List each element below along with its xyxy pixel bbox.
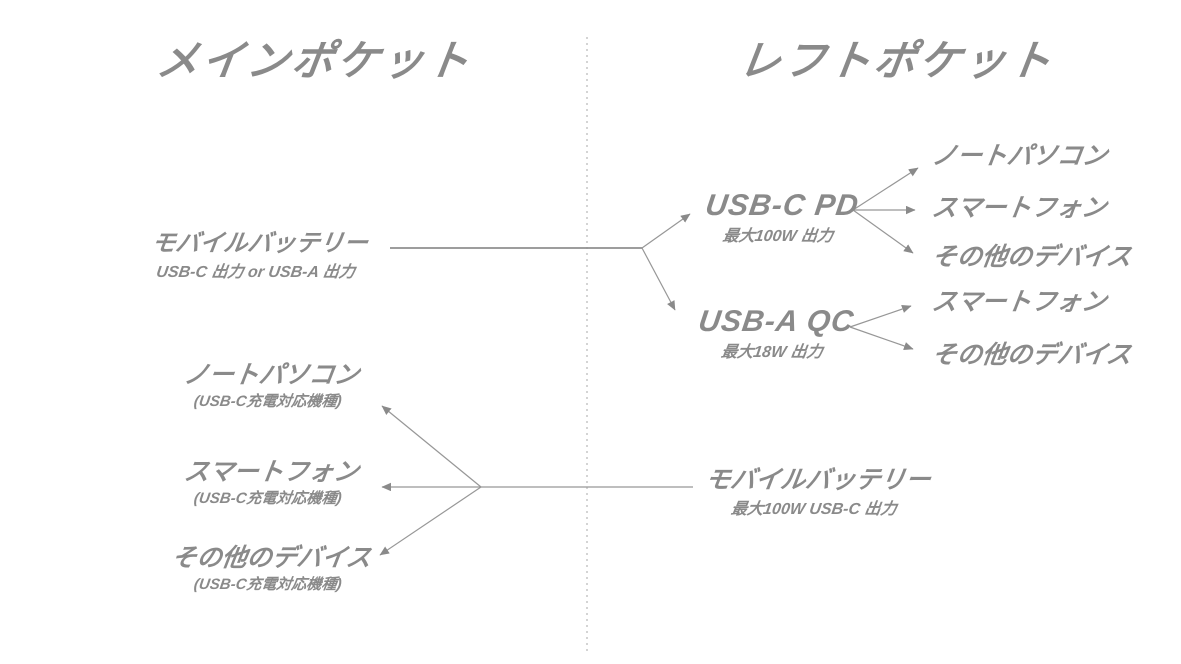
usb-a-qc-spec: 最大18W 出力	[720, 344, 824, 361]
usb-c-pd-node: USB-C PD 最大100W 出力	[700, 189, 861, 246]
arrow-branch-to-usb-a-qc	[641, 247, 676, 311]
left-battery-node: モバイルバッテリー USB-C 出力 or USB-A 出力	[146, 230, 370, 282]
pd-target-other-devices: その他のデバイス	[930, 243, 1134, 271]
usb-c-pd-spec: 最大100W 出力	[721, 228, 835, 245]
arrow-pd-to-other-devices	[852, 209, 914, 254]
qc-target-other-devices: その他のデバイス	[930, 341, 1134, 369]
left-device-smartphone-note: (USB-C充電対応機種)	[192, 489, 343, 507]
pd-target-laptop: ノートパソコン	[930, 142, 1110, 170]
left-device-laptop-note: (USB-C充電対応機種)	[192, 392, 343, 410]
arrow-qc-to-smartphone	[849, 304, 912, 328]
left-device-laptop-label: ノートパソコン	[182, 361, 362, 389]
pd-target-smartphone: スマートフォン	[930, 194, 1109, 222]
left-device-other-devices-note: (USB-C充電対応機種)	[192, 575, 343, 593]
right-battery-label: モバイルバッテリー	[703, 466, 933, 494]
arrow-branch2-to-other-devices	[379, 486, 482, 556]
right-battery-node: モバイルバッテリー 最大100W USB-C 出力	[700, 466, 933, 519]
left-battery-spec: USB-C 出力 or USB-A 出力	[155, 263, 357, 281]
left-pocket-title: レフトポケット	[735, 37, 1058, 84]
usb-a-qc-label: USB-A QC	[696, 305, 857, 338]
arrow-branch-to-usb-c-pd	[641, 213, 691, 249]
arrow-pd-to-laptop	[852, 167, 919, 211]
left-device-smartphone: スマートフォン (USB-C充電対応機種)	[179, 458, 360, 508]
left-device-smartphone-label: スマートフォン	[182, 458, 361, 486]
left-device-laptop: ノートパソコン (USB-C充電対応機種)	[179, 361, 361, 411]
usb-c-pd-label: USB-C PD	[703, 189, 862, 222]
usb-a-qc-node: USB-A QC 最大18W 出力	[693, 305, 856, 362]
arrow-qc-to-other-devices	[849, 326, 914, 350]
arrow-branch2-to-laptop	[381, 405, 482, 488]
qc-target-smartphone: スマートフォン	[930, 288, 1109, 316]
right-battery-spec: 最大100W USB-C 出力	[729, 500, 898, 518]
left-device-other-devices: その他のデバイス (USB-C充電対応機種)	[167, 544, 373, 594]
left-device-other-devices-label: その他のデバイス	[169, 544, 374, 572]
left-battery-label: モバイルバッテリー	[149, 230, 370, 257]
main-pocket-title: メインポケット	[153, 37, 476, 84]
